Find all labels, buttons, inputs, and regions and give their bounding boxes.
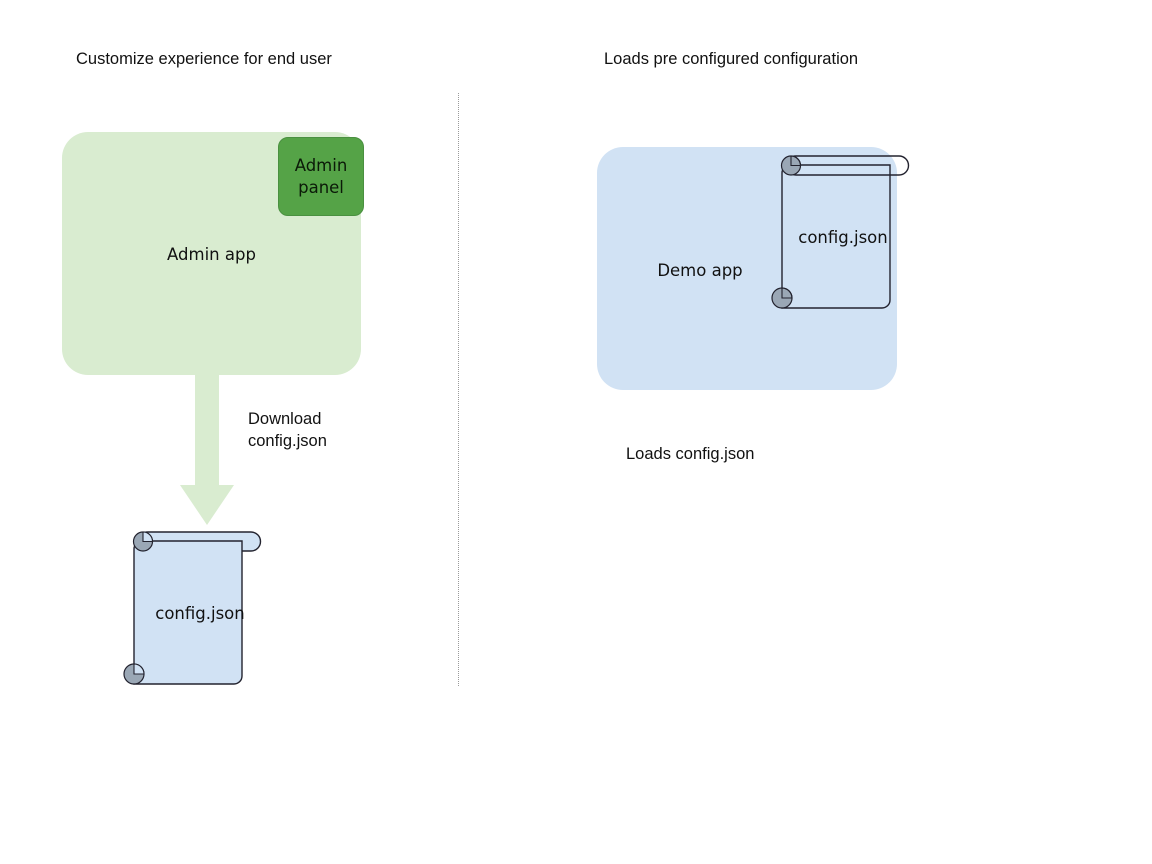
admin-app-label: Admin app <box>167 245 256 264</box>
document-curl-bottom-left-wedge <box>133 663 145 675</box>
demo-app-label: Demo app <box>657 261 743 280</box>
config-json-document-left[interactable] <box>120 526 270 694</box>
left-section-title: Customize experience for end user <box>76 50 332 68</box>
loads-config-caption: Loads config.json <box>626 445 755 463</box>
config-json-label-left: config.json <box>155 604 245 623</box>
download-arrow-label: Download config.json <box>248 408 327 452</box>
admin-panel-badge[interactable]: Admin panel <box>278 137 364 216</box>
admin-panel-label-line1: Admin <box>294 155 348 175</box>
download-arrow-label-line2: config.json <box>248 432 327 450</box>
document-curl-top-left-wedge <box>142 531 154 543</box>
config-json-label-right: config.json <box>798 228 888 247</box>
download-arrow-label-line1: Download <box>248 410 322 428</box>
download-arrow <box>180 373 234 525</box>
section-divider <box>458 93 459 686</box>
config-json-document-right[interactable] <box>768 150 918 318</box>
demo-app-box[interactable] <box>597 147 897 390</box>
admin-panel-label-line2: panel <box>298 177 344 197</box>
document-curl-top-left-wedge-right <box>790 155 802 167</box>
document-curl-bottom-left-wedge-right <box>781 287 793 299</box>
right-section-title: Loads pre configured configuration <box>604 50 859 68</box>
download-arrow-shape <box>180 373 234 525</box>
